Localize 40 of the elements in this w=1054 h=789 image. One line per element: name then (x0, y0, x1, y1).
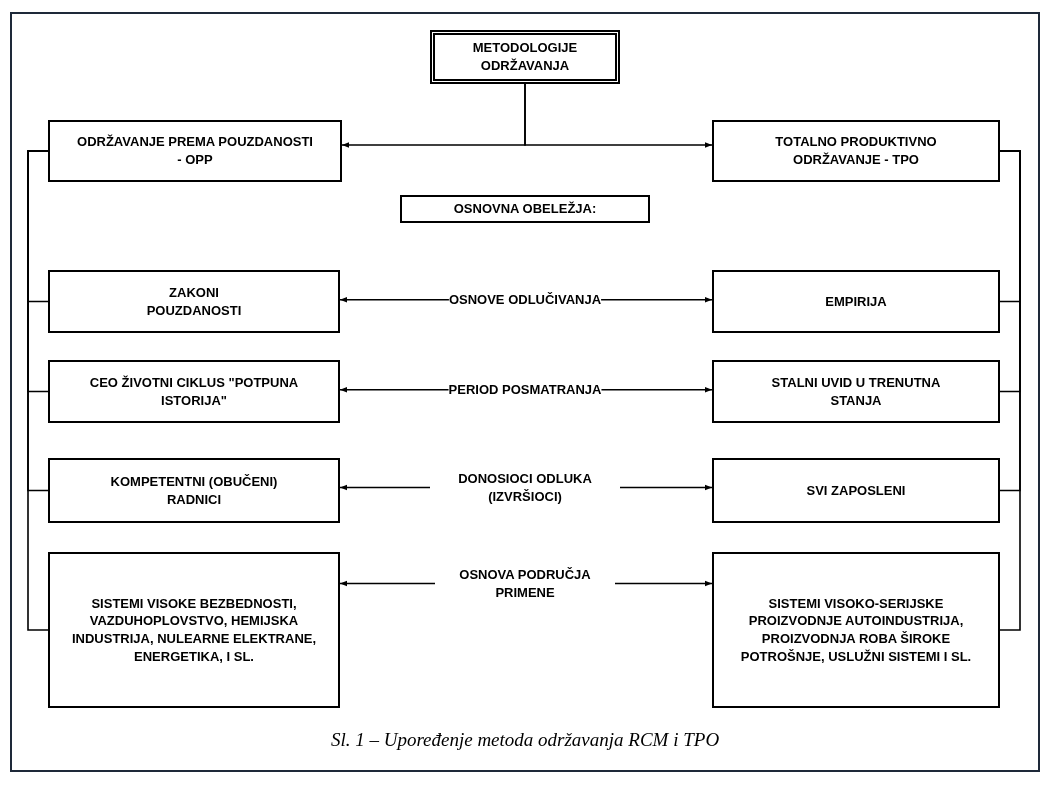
node-text: SVI ZAPOSLENI (806, 481, 906, 500)
node-text: METODOLOGIJE ODRŽAVANJA (471, 39, 579, 75)
process-box (48, 552, 340, 708)
process-box (712, 270, 1000, 333)
node-text: OSNOVNA OBELEŽJA: (453, 200, 597, 219)
arrow (524, 83, 713, 148)
node-text: ZAKONI POUZDANOSTI (145, 283, 243, 320)
node-text: TOTALNO PRODUKTIVNO ODRŽAVANJE - TPO (774, 133, 938, 169)
arrow (600, 386, 713, 393)
node-text: CEO ŽIVOTNI CIKLUS "POTPUNA ISTORIJA" (88, 373, 300, 410)
arrow (339, 296, 450, 303)
process-box (712, 120, 1000, 182)
title-box (430, 30, 620, 84)
node-text: OSNOVE ODLUČIVANJA (448, 291, 602, 309)
process-box (712, 552, 1000, 708)
node-text: SISTEMI VISOKO-SERIJSKE PROIZVODNJE AUTOINDUSTRIJA, PROIZVODNJA ROBA ŠIROKE POTROŠNJE, USLUŽNI SISTEMI I SL. (739, 594, 973, 666)
node-text: OSNOVA PODRUČJA PRIMENE (458, 566, 592, 602)
arrow (339, 580, 436, 587)
process-box (48, 120, 342, 182)
arrow (600, 296, 713, 303)
connector-line (999, 150, 1021, 631)
process-box (48, 270, 340, 333)
node-text: SISTEMI VISOKE BEZBEDNOSTI, VAZDUHOPLOVSTVO, HEMIJSKA INDUSTRIJA, NULEARNE ELEKTRANE, ENERGETIKA, I SL. (70, 594, 318, 666)
node-text: KOMPETENTNI (OBUČENI) RADNICI (109, 472, 279, 509)
heading-box (400, 195, 650, 223)
process-box (712, 458, 1000, 523)
node-text: EMPIRIJA (825, 292, 887, 311)
arrow (339, 484, 431, 491)
process-box (712, 360, 1000, 423)
arrow (339, 386, 450, 393)
arrow (619, 484, 713, 491)
figure-caption: Sl. 1 – Upoređenje metoda održavanja RCM i TPO (329, 728, 721, 752)
process-box (48, 360, 340, 423)
node-text: DONOSIOCI ODLUKA (IZVRŠIOCI) (457, 470, 593, 506)
connector-line (27, 150, 49, 631)
node-text: STALNI UVID U TRENUTNA STANJA (770, 373, 942, 410)
node-text: ODRŽAVANJE PREMA POUZDANOSTI - OPP (76, 133, 314, 169)
node-text: PERIOD POSMATRANJA (448, 381, 602, 399)
arrow (614, 580, 713, 587)
process-box (48, 458, 340, 523)
